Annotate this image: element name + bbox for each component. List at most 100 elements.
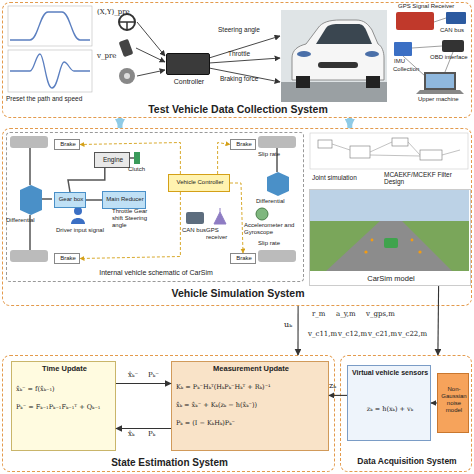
can-bus-device: [446, 12, 466, 24]
sensor-devices: [394, 12, 466, 94]
cone: [418, 250, 421, 253]
annotation-label: Throttle: [228, 50, 268, 57]
car-grille: [318, 62, 358, 68]
node-label: Virtual vehicle sensors: [350, 369, 430, 377]
connector-arrow: [329, 395, 347, 396]
cone: [364, 250, 367, 253]
connector-arrow: [230, 183, 243, 253]
connector-arrow: [80, 192, 180, 259]
signal-arrow: [209, 36, 280, 58]
cone: [371, 239, 374, 242]
accelerometer-icon: [256, 208, 268, 220]
annotation-label: GPS Signal Receiver: [398, 3, 468, 10]
block: [318, 140, 332, 148]
clutch-plate: [134, 152, 140, 164]
engine-box: Engine: [94, 152, 130, 168]
laptop-display: [426, 74, 454, 88]
annotation-label: Pₖ: [148, 430, 168, 438]
node-label: Time Update: [12, 365, 117, 374]
photo-background: [281, 10, 387, 102]
block: [350, 146, 370, 158]
annotation-label: Upper machine: [418, 96, 472, 103]
node-label: Brake: [55, 141, 81, 148]
brake-disc: [119, 68, 135, 84]
laptop-screen: [424, 72, 456, 90]
block: [420, 150, 442, 160]
connector-arrow: [431, 402, 437, 403]
wheel: [10, 136, 48, 148]
annotation-label: Clutch: [128, 166, 154, 173]
connector-arrow: [297, 306, 298, 355]
reducer-box: Main Reducer: [102, 191, 146, 209]
controller-box: Vehicle Controller: [168, 174, 230, 192]
node-label: CarSim model: [310, 275, 472, 284]
annotation-label: Slip rate: [258, 151, 298, 158]
node-label: Brake: [231, 255, 257, 262]
band-title: Data Acquisition System: [341, 457, 473, 467]
wheel: [258, 136, 296, 148]
carsim-scene: [309, 189, 469, 271]
imu-device: [394, 42, 412, 56]
speed-plot: [8, 50, 92, 92]
differential-shape: [20, 185, 42, 215]
car-headlight: [297, 51, 311, 57]
wheel: [258, 250, 296, 262]
driver-controls: [119, 14, 135, 84]
gps-icon: [214, 208, 226, 224]
signal-arrow: [136, 48, 165, 62]
brake-box: Brake: [54, 253, 80, 264]
brake-box: Brake: [230, 139, 256, 150]
simulated-car: [384, 238, 398, 248]
signal-arrow: [209, 68, 280, 82]
annotation-label: Joint simulation: [312, 174, 376, 181]
plot-frame: [8, 50, 92, 92]
obd-connector: [442, 40, 464, 52]
annotation-label: v_c11,m: [308, 330, 338, 338]
wheel: [10, 250, 48, 262]
process-box: Time Updatex̂ₖ⁻ = f(x̂ₖ₋₁)Pₖ⁻ = Fₖ₋₁Pₖ₋₁…: [11, 361, 116, 451]
annotation-label: Differential: [6, 217, 48, 224]
driver-head: [74, 207, 82, 215]
equation: Pₖ = (I − KₖHₖ)Pₖ⁻: [176, 420, 326, 427]
cone: [411, 239, 414, 242]
process-box: Measurement UpdateKₖ = Pₖ⁻Hₖᵀ(HₖPₖ⁻Hₖᵀ +…: [171, 361, 329, 451]
block: [392, 138, 408, 146]
node-label: Gear box: [55, 196, 87, 203]
test-car-photo: [281, 10, 387, 102]
annotation-label: Steering angle: [218, 26, 278, 33]
annotation-label: (X,Y)_pre: [97, 8, 137, 16]
car-wheel: [366, 76, 380, 88]
car-body: [292, 20, 384, 80]
pedal: [119, 39, 134, 57]
system-band: State Estimation System Time Updatex̂ₖ⁻ =…: [2, 355, 335, 472]
wire: [332, 142, 460, 156]
annotation-label: v_pre: [97, 52, 127, 60]
gearbox-box: Gear box: [54, 192, 86, 208]
band-title: Vehicle Simulation System: [3, 287, 473, 299]
car-headlight: [365, 51, 379, 57]
annotation-label: Preset the path and speed: [6, 95, 106, 102]
signal-arrow: [209, 58, 280, 63]
annotation-label: v_c22,m: [398, 330, 428, 338]
equation: Kₖ = Pₖ⁻Hₖᵀ(HₖPₖ⁻Hₖᵀ + Rₖ)⁻¹: [176, 384, 326, 391]
band-title: State Estimation System: [3, 457, 336, 469]
node-label: Brake: [55, 255, 81, 262]
equation: x̂ₖ = x̂ₖ⁻ + Kₖ(zₖ − h(x̂ₖ⁻)): [176, 402, 326, 409]
annotation-label: IMU: [394, 58, 414, 65]
signal-arrows: [136, 22, 280, 82]
annotation-label: Pₖ⁻: [148, 371, 168, 379]
brake-box: Brake: [54, 139, 80, 150]
car-windshield: [316, 24, 372, 44]
road: [326, 221, 452, 271]
shaft: [42, 198, 52, 200]
grass: [309, 221, 469, 271]
laptop-base: [416, 90, 464, 94]
sensor-box: Virtual vehicle sensorszₖ = h(xₖ) + vₖ: [347, 365, 431, 441]
vehicle-schematic: [10, 136, 296, 262]
connector-arrow: [347, 118, 352, 128]
joint-simulation-thumbnail: [310, 133, 468, 169]
path-curve: [10, 12, 90, 40]
annotation-label: v_gps,m: [366, 310, 406, 318]
annotation-label: Driver input signal: [56, 227, 112, 234]
